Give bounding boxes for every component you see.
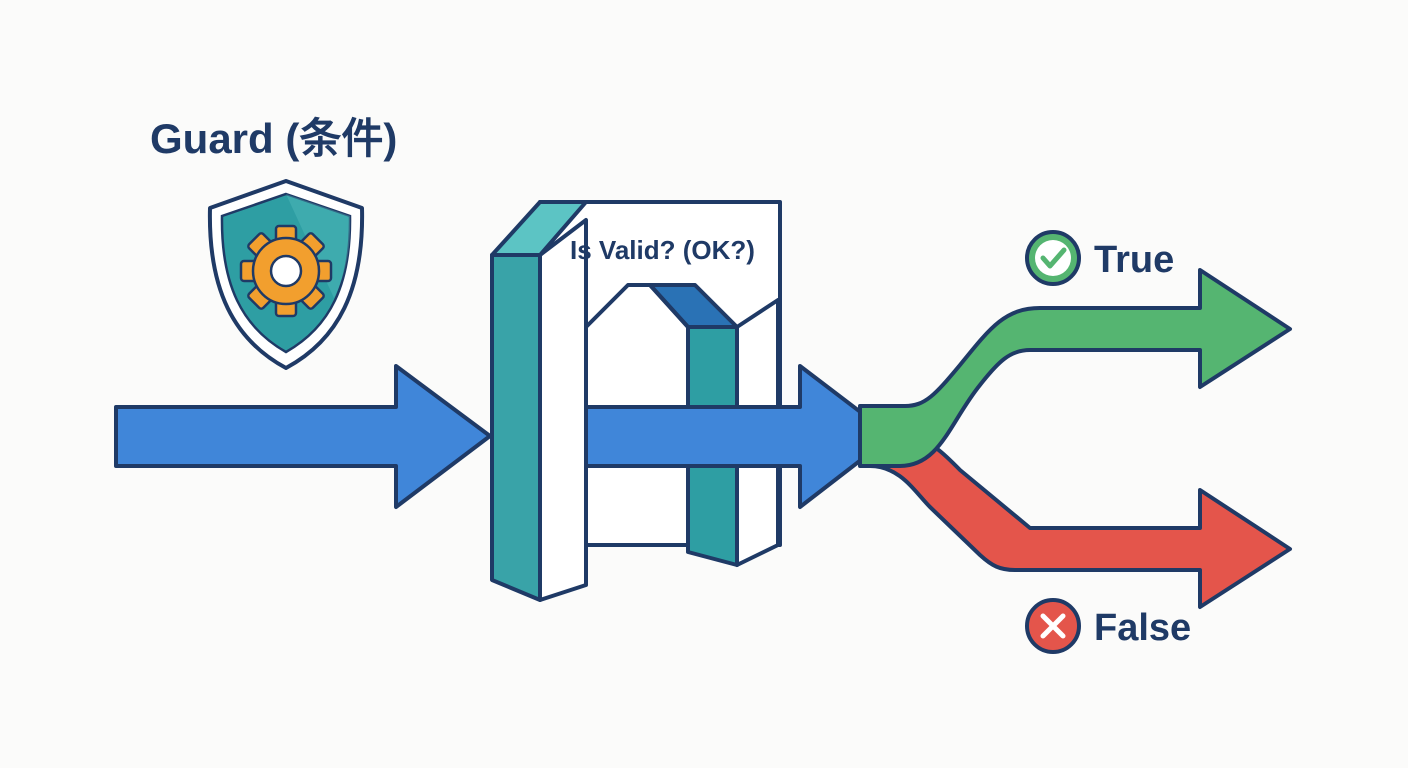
true-branch-arrow [858,268,1292,468]
gear-icon [239,224,333,318]
true-label: True [1094,239,1174,281]
false-branch-label-group: False [1025,598,1191,654]
x-circle-icon [1025,598,1081,654]
input-arrow [114,364,492,509]
true-branch-label-group: True [1025,230,1174,286]
check-circle-icon [1025,230,1081,286]
shield-gear-icon [207,179,365,370]
through-arrow [584,364,894,509]
gate-label: Is Valid? (OK?) [570,235,755,265]
false-label: False [1094,607,1191,649]
false-branch-arrow [868,434,1292,609]
gate-front-pillar [490,200,588,602]
diagram-title: Guard (条件) [150,115,397,162]
